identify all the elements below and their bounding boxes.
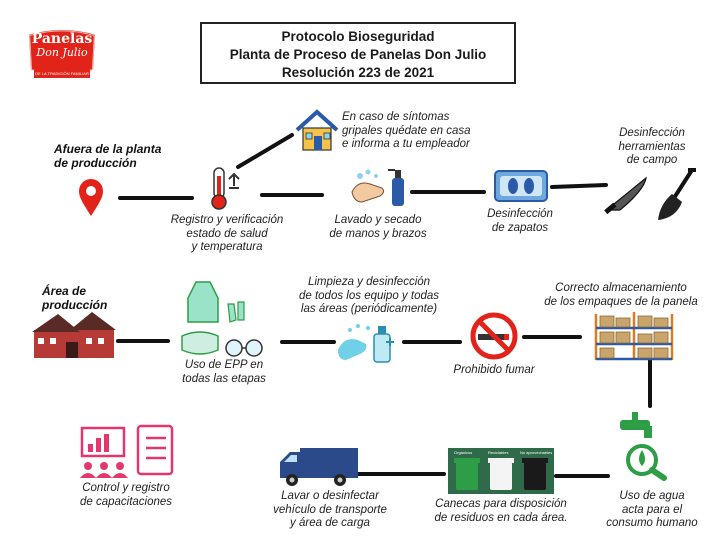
epp-line2: todas las etapas [182, 372, 266, 385]
limpieza-line2: de todos los equipo y todas [298, 289, 440, 302]
factory-building-icon [32, 312, 116, 358]
registro-line1: Registro y verificación [170, 214, 284, 226]
herramientas-line3: de campo [626, 154, 678, 166]
epp-line1: Uso de EPP en [184, 359, 264, 371]
herramientas-line1: Desinfección [619, 127, 685, 139]
registro-line2: estado de salud [186, 227, 268, 240]
ppe-equipment-icon [181, 281, 263, 357]
vehiculo-line2: vehículo de transporte [273, 503, 387, 516]
almacenamiento-line2: de los empaques de la panela [544, 295, 698, 308]
connector [236, 133, 294, 169]
epp-label: Uso de EPP en todas las etapas [176, 359, 272, 386]
location-pin-icon [79, 179, 103, 216]
machete-icon [604, 176, 647, 215]
logo-tagline: DE LA TRADICIÓN FAMILIAR [35, 71, 89, 76]
canecas-line2: de residuos en cada área. [434, 511, 568, 524]
registro-line3: y temperatura [191, 241, 263, 253]
limpieza-line3: las áreas (periódicamente) [300, 303, 438, 315]
herramientas-label: Desinfección herramientas de campo [604, 127, 700, 168]
vehiculo-line3: y área de carga [290, 517, 370, 529]
canecas-line1: Canecas para disposición [435, 498, 567, 510]
agua-line3: consumo humano [606, 517, 698, 529]
row1-header-line1: Afuera de la planta [54, 142, 162, 156]
spray-cleaning-icon [338, 324, 394, 363]
bin-label-no-aprovechables: No aprovechables [520, 450, 553, 455]
thermometer-icon [211, 167, 240, 210]
zapatos-line1: Desinfección [487, 208, 553, 220]
vehiculo-line1: Lavar o desinfectar [281, 490, 379, 502]
capacitaciones-line1: Control y registro [82, 482, 170, 494]
capacitaciones-line2: de capacitaciones [79, 495, 173, 508]
no-smoking-icon [470, 312, 518, 360]
training-presentation-icon [80, 424, 174, 478]
agua-label: Uso de agua acta para el consumo humano [596, 490, 708, 531]
row2-header-line1: Área de [42, 284, 87, 298]
sintomas-line2: gripales quédate en casa [342, 124, 471, 137]
row1-header-line2: de producción [54, 156, 137, 170]
lavado-line1: Lavado y secado [334, 214, 422, 226]
truck-icon [280, 448, 358, 486]
logo-line2: Don Julio [36, 46, 88, 59]
vehiculo-label: Lavar o desinfectar vehículo de transpor… [270, 490, 390, 531]
warehouse-shelves-icon [594, 312, 674, 361]
sintomas-label: En caso de síntomas gripales quédate en … [342, 111, 486, 152]
limpieza-label: Limpieza y desinfección de todos los equ… [292, 276, 446, 317]
sintomas-line1: En caso de síntomas [342, 111, 450, 123]
almacenamiento-line1: Correcto almacenamiento [555, 282, 687, 294]
fumar-label: Prohibido fumar [453, 364, 535, 376]
lavado-line2: de manos y brazos [329, 227, 427, 240]
row1-header: Afuera de la planta de producción [54, 142, 174, 170]
house-icon [295, 109, 339, 151]
hand-washing-icon [351, 169, 404, 206]
herramientas-line2: herramientas [618, 140, 686, 153]
logo-line1: Panelas [31, 31, 93, 47]
waste-bins-icon [454, 458, 548, 490]
zapatos-line2: de zapatos [491, 221, 549, 234]
water-faucet-icon [620, 412, 667, 481]
registro-label: Registro y verificación estado de salud … [168, 214, 286, 255]
sintomas-line3: e informa a tu empleador [342, 138, 470, 150]
row2-header-line2: producción [42, 298, 108, 312]
bin-label-organicos: Orgánicos [454, 450, 473, 455]
bin-label-reciclables: Reciclables [488, 450, 509, 455]
capacitaciones-label: Control y registro de capacitaciones [66, 482, 186, 509]
agua-line1: Uso de agua [619, 490, 685, 502]
connector [550, 183, 608, 189]
lavado-label: Lavado y secado de manos y brazos [326, 214, 430, 241]
title-line1: Protocolo Bioseguridad [281, 29, 435, 44]
shovel-icon [658, 168, 696, 220]
limpieza-line1: Limpieza y desinfección [307, 276, 431, 288]
shoe-disinfection-mat-icon [494, 170, 548, 202]
waste-bins-panel: Orgánicos Reciclables No aprovechables [448, 448, 554, 494]
canecas-label: Canecas para disposición de residuos en … [424, 498, 578, 525]
row2-header: Área de producción [42, 284, 142, 312]
panelas-don-julio-logo [26, 28, 98, 78]
title-line3: Resolución 223 de 2021 [281, 65, 435, 80]
title-line2: Planta de Proceso de Panelas Don Julio [229, 47, 487, 62]
almacenamiento-label: Correcto almacenamiento de los empaques … [532, 282, 710, 309]
zapatos-label: Desinfección de zapatos [472, 208, 568, 235]
title-box: Protocolo Bioseguridad Planta de Proceso… [200, 22, 516, 84]
agua-line2: acta para el [621, 503, 683, 516]
